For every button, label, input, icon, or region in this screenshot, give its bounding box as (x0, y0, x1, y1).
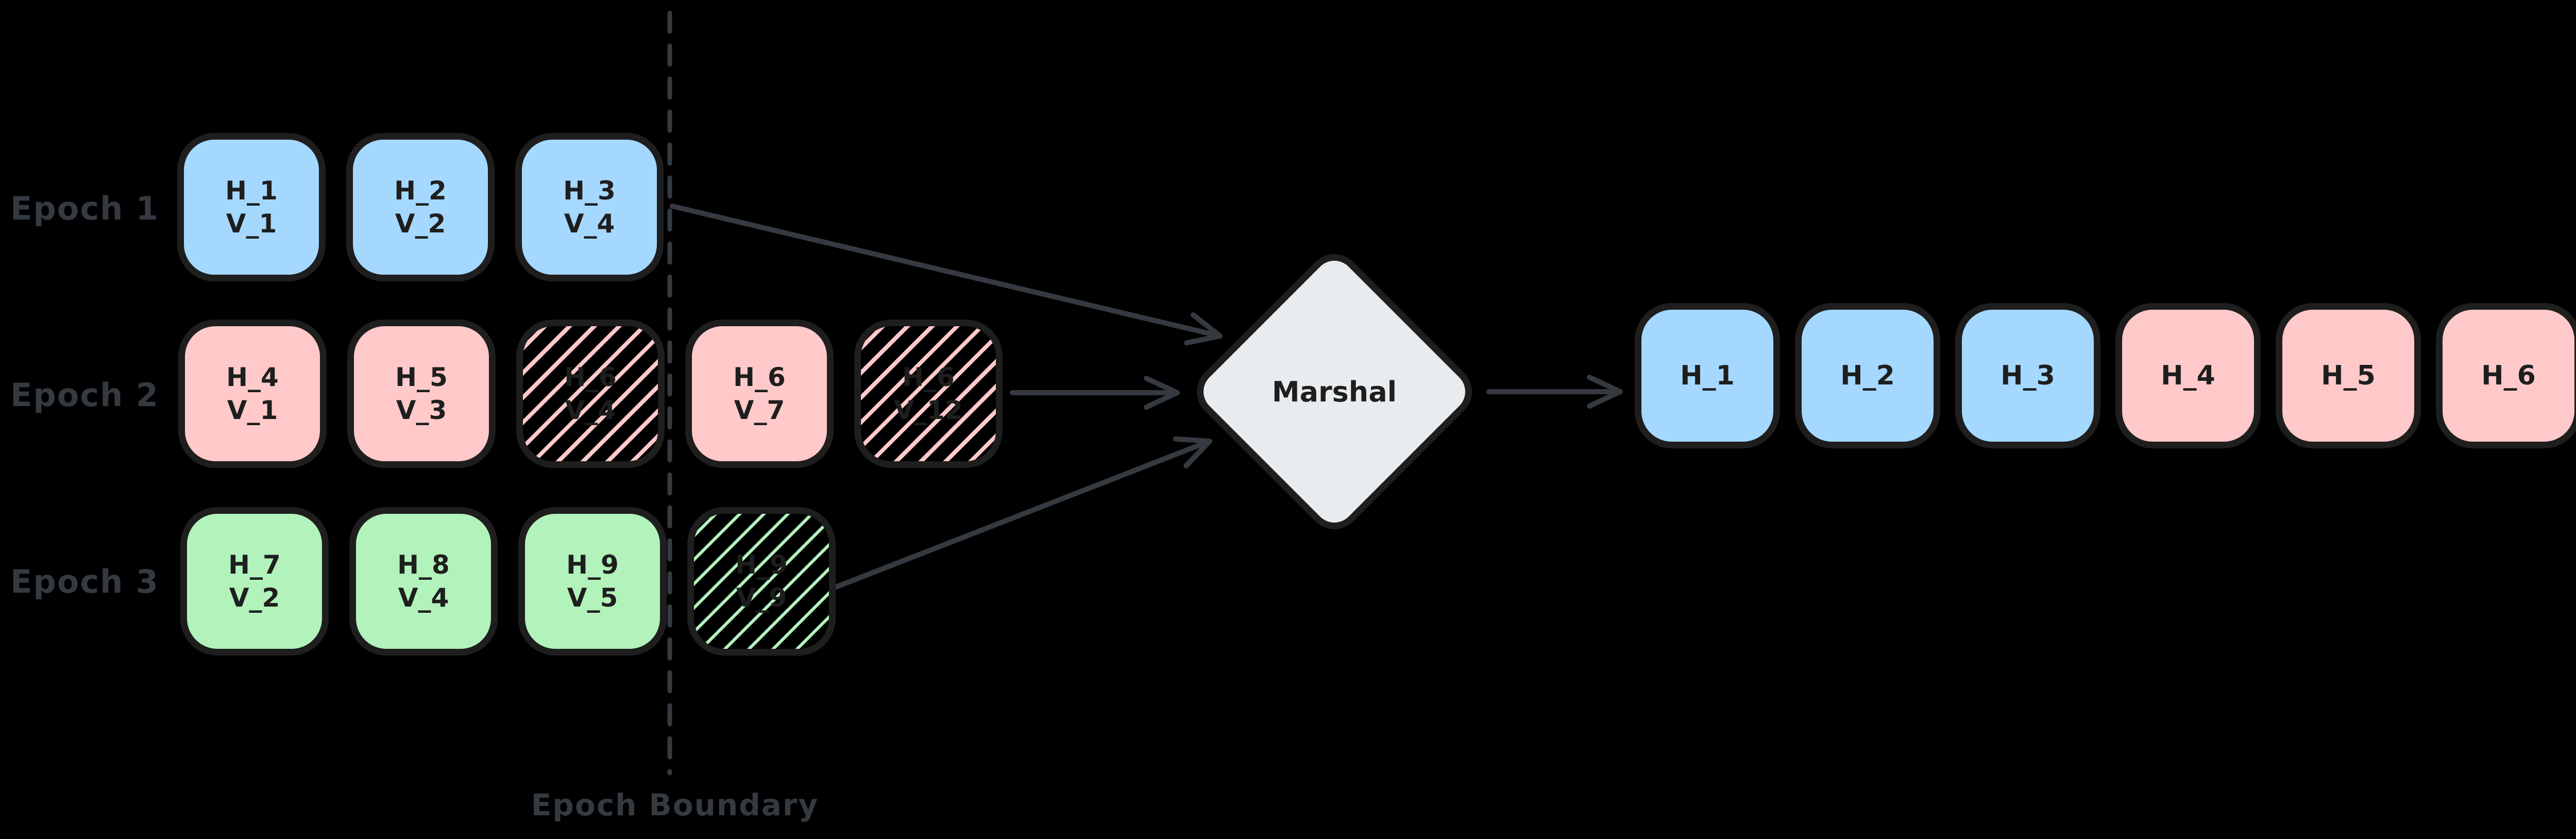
epoch-boundary-label: Epoch Boundary (531, 787, 819, 823)
epoch2-box-1: H_4 V_1 (178, 320, 327, 468)
output-box-6: H_6 (2436, 303, 2576, 448)
marshal-label: Marshal (1272, 375, 1397, 408)
arrow-epoch3-to-marshal (829, 436, 1212, 591)
arrow-epoch1-to-marshal (670, 204, 1223, 346)
epoch-2-label: Epoch 2 (10, 376, 159, 414)
epoch1-box-2: H_2 V_2 (346, 133, 495, 281)
epoch3-box-3: H_9 V_5 (518, 507, 667, 656)
epoch-3-label: Epoch 3 (10, 562, 159, 600)
epoch1-box-3: H_3 V_4 (515, 133, 664, 281)
epoch3-box-4-dropped: H_9 V_9 (687, 507, 836, 656)
output-box-4: H_4 (2115, 303, 2261, 448)
epoch2-box-4: H_6 V_7 (685, 320, 834, 468)
output-box-2: H_2 (1795, 303, 1940, 448)
output-box-5: H_5 (2276, 303, 2421, 448)
epoch2-box-3-dropped: H_6 V_4 (516, 320, 665, 468)
epoch2-box-2: H_5 V_3 (347, 320, 496, 468)
output-box-3: H_3 (1955, 303, 2100, 448)
epoch1-box-1: H_1 V_1 (177, 133, 326, 281)
epoch-1-label: Epoch 1 (10, 189, 159, 227)
epoch3-box-1: H_7 V_2 (180, 507, 329, 656)
output-box-1: H_1 (1635, 303, 1780, 448)
epoch2-box-5-dropped: H_6 V_12 (854, 320, 1003, 468)
epoch3-box-2: H_8 V_4 (349, 507, 498, 656)
